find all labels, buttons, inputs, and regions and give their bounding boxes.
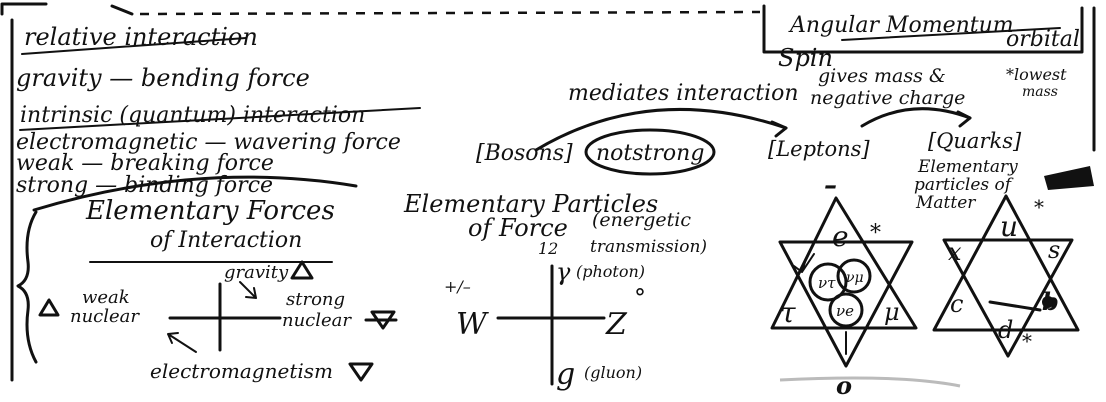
paper-shading <box>779 376 961 388</box>
of-force-heading: of Force <box>468 214 568 242</box>
lepton-down-triangle <box>778 240 914 368</box>
charm-quark-label: c <box>950 290 963 318</box>
axis-weak-nuclear-label: nuclear <box>70 306 140 327</box>
gives-mass-label: gives mass & <box>818 65 946 87</box>
gives-arrow <box>860 107 972 128</box>
quarks-label: [Quarks] <box>928 129 1022 153</box>
axis-strong-nuclear-label: nuclear <box>282 310 352 331</box>
minus-sign: – <box>824 171 837 201</box>
angular-momentum-box <box>762 4 1084 54</box>
gluon-label: (gluon) <box>584 363 642 382</box>
matter-line3: Matter <box>915 193 976 213</box>
elementary-particles-heading: Elementary Particles <box>403 190 658 218</box>
bosons-label: [Bosons] <box>476 141 573 166</box>
corner-arrow <box>110 4 134 16</box>
strange-quark-label: s <box>1048 236 1060 264</box>
em-triangle-icon <box>348 362 374 382</box>
leptons-label: [Leptons] <box>768 137 870 161</box>
quark-down-triangle <box>942 238 1074 358</box>
quark-star <box>932 194 1080 358</box>
intrinsic-interaction: intrinsic (quantum) interaction <box>20 103 365 128</box>
lepton-arrow-icon <box>793 253 815 273</box>
energetic-label: (energetic <box>592 209 691 231</box>
transmission-label: transmission) <box>590 237 707 257</box>
lowest-label: *lowest <box>1006 65 1067 84</box>
w-sign-label: +/– <box>444 277 471 296</box>
spin-label: Spin <box>778 44 833 72</box>
gravity-force: gravity — bending force <box>16 64 310 92</box>
negative-charge-label: negative charge <box>810 87 965 109</box>
photon-label: (photon) <box>576 262 645 281</box>
down-quark-label: d <box>998 316 1013 344</box>
quark-dot <box>1042 296 1054 308</box>
angular-momentum-label: Angular Momentum <box>788 13 1014 38</box>
axis-electromagnetism-label: electromagnetism <box>150 359 333 383</box>
nu-tau-circle <box>808 262 848 302</box>
nu-mu-label: νμ <box>846 270 864 286</box>
corner-box <box>0 2 48 16</box>
axis-gravity-label: gravity <box>224 262 289 283</box>
gluon-symbol: g <box>556 357 575 392</box>
intrinsic-underline <box>19 107 421 131</box>
nu-e-circle <box>828 292 864 328</box>
nu-mu-circle <box>836 258 872 294</box>
elementary-forces-heading: Elementary Forces <box>85 196 335 226</box>
axis-weak-label: weak <box>82 287 130 308</box>
quark-stroke <box>988 300 1042 312</box>
zero-label: o <box>836 371 852 400</box>
quark-star-asterisk-bottom: * <box>1022 329 1032 353</box>
quark-up-triangle <box>932 194 1080 332</box>
bottom-quark-label: b <box>1042 287 1059 316</box>
forces-bracket <box>16 210 38 364</box>
relative-interaction-title: relative interaction <box>24 23 258 51</box>
x-quark-label: x <box>948 238 962 266</box>
of-interaction-heading: of Interaction <box>150 228 302 253</box>
matter-line2: particles of <box>914 175 1014 195</box>
photon-symbol: γ <box>556 258 571 286</box>
orbital-label: orbital <box>1006 27 1080 52</box>
mediates-interaction-label: mediates interaction <box>568 81 799 106</box>
w-boson-label: W <box>456 307 489 342</box>
gives-arrowhead <box>956 110 972 128</box>
title-underline <box>21 37 247 55</box>
gravity-triangle-icon <box>290 260 314 280</box>
em-arrow-icon <box>167 332 197 353</box>
axis-strong-label: strong <box>286 289 345 310</box>
angular-underline <box>841 27 1061 41</box>
twelve-label: 12 <box>538 239 558 258</box>
notstrong-ellipse <box>584 128 716 176</box>
mediates-arrow <box>534 107 788 152</box>
gauge-axis-cross <box>496 264 606 386</box>
electron-label: e <box>832 220 849 253</box>
forces-arc <box>32 175 358 212</box>
nu-tau-label: ντ <box>818 274 836 292</box>
tau-label: τ <box>780 296 796 329</box>
weak-force: weak — breaking force <box>16 151 274 176</box>
quark-star-asterisk-top: * <box>1034 195 1044 219</box>
lepton-star-asterisk: * <box>870 221 881 246</box>
ink-smudge <box>1044 166 1094 190</box>
z-superscript: ° <box>634 284 646 312</box>
gravity-arrow-icon <box>239 281 257 299</box>
nu-e-label: νe <box>836 302 854 320</box>
matter-line1: Elementary <box>917 157 1018 177</box>
strong-triangle-icon <box>364 310 398 330</box>
up-quark-label: u <box>1000 210 1018 243</box>
electromagnetic-force: electromagnetic — wavering force <box>16 130 401 155</box>
notstrong-label: notstrong <box>596 141 704 166</box>
muon-label: μ <box>884 298 900 326</box>
lepton-star <box>770 196 918 368</box>
weak-triangle-icon <box>38 298 60 317</box>
mediates-arrowhead <box>770 120 788 138</box>
top-dashed-line <box>139 10 761 16</box>
z-boson-label: Z <box>605 307 628 342</box>
mass-label: mass <box>1022 84 1058 100</box>
force-axis-cross <box>168 282 282 352</box>
